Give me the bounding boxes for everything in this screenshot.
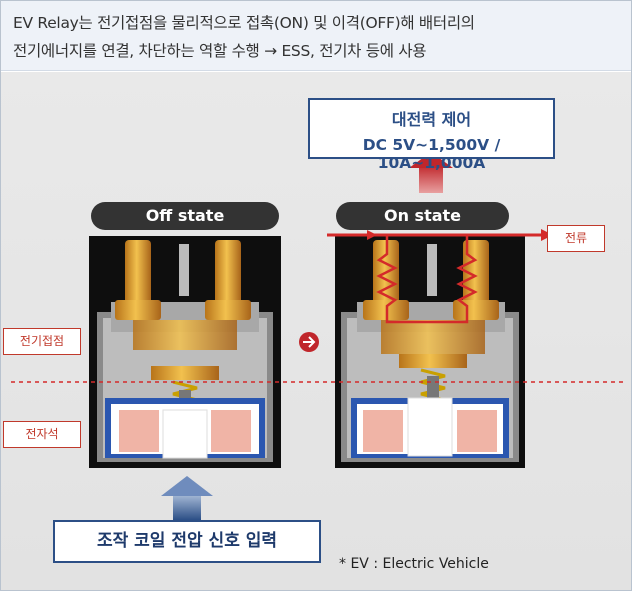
power-control-spec: DC 5V~1,500V / 10A~1,000A (362, 136, 501, 172)
relay-scene: 대전력 제어 DC 5V~1,500V / 10A~1,000A Off sta… (1, 72, 631, 590)
off-terminal-right (205, 240, 251, 320)
relay-illustration (11, 152, 627, 520)
relay-off-body (89, 236, 281, 468)
power-control-title: 대전력 제어 (391, 110, 472, 129)
power-up-arrow (409, 152, 453, 193)
coil-input-box: 조작 코일 전압 신호 입력 (53, 520, 321, 563)
relay-on-body (335, 236, 525, 468)
coil-input-arrow (161, 476, 213, 520)
on-state-label: On state (336, 202, 509, 230)
footnote: * EV : Electric Vehicle (339, 556, 489, 572)
electromagnet-label: 전자석 (3, 421, 81, 448)
current-label: 전류 (547, 225, 605, 252)
current-path (376, 236, 478, 324)
transition-arrow-icon (299, 332, 319, 352)
header-line-1: EV Relay는 전기접점을 물리적으로 접촉(ON) 및 이격(OFF)해 … (13, 14, 475, 32)
header-line-2: 전기에너지를 연결, 차단하는 역할 수행 → ESS, 전기차 등에 사용 (13, 42, 427, 60)
header-description: EV Relay는 전기접점을 물리적으로 접촉(ON) 및 이격(OFF)해 … (1, 1, 631, 71)
off-terminal-left (115, 240, 161, 320)
power-control-box: 대전력 제어 DC 5V~1,500V / 10A~1,000A (308, 98, 555, 172)
off-state-label: Off state (91, 202, 279, 230)
contact-label: 전기접점 (3, 328, 81, 355)
